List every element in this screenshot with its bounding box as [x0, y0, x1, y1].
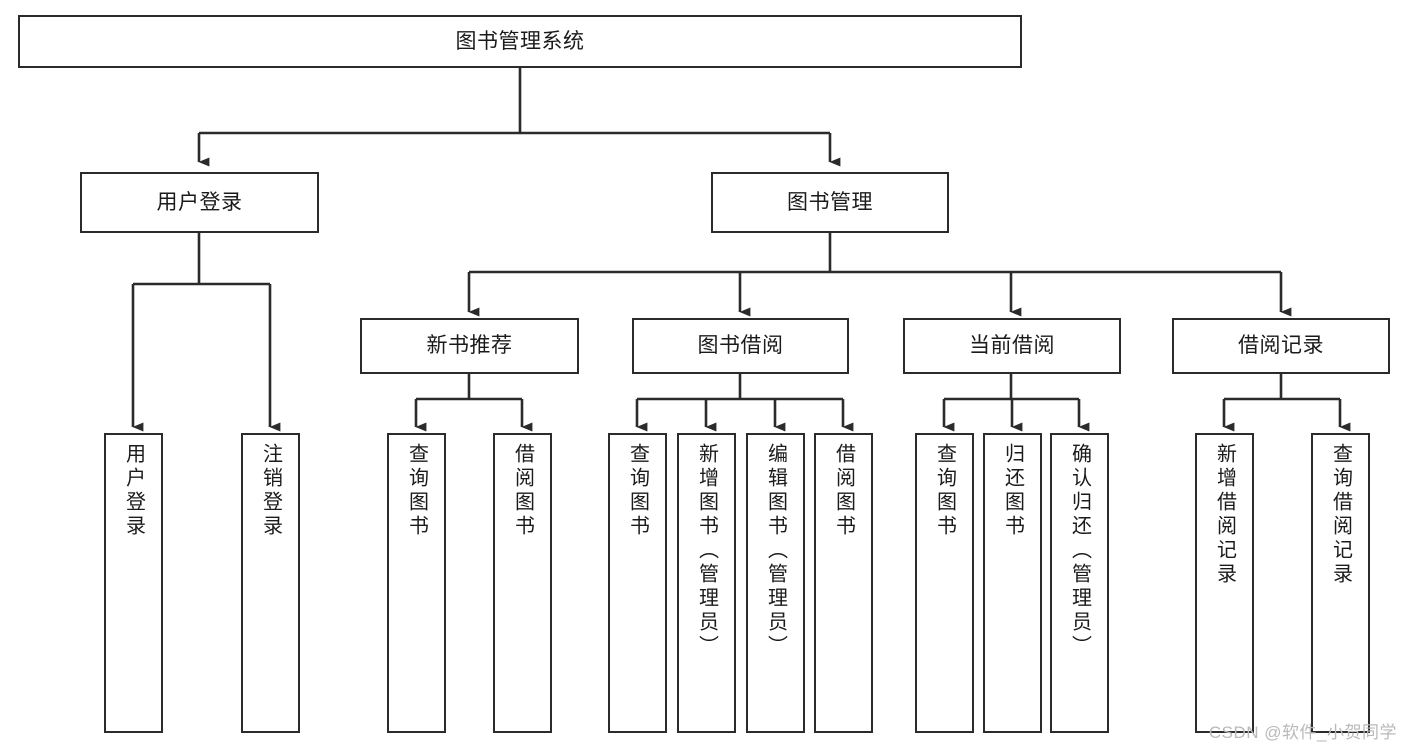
node-label: 借阅记录 [1238, 334, 1324, 358]
node-label: 编辑图书（管理员） [764, 443, 787, 659]
leaf-return-book[interactable]: 归还图书 [983, 433, 1042, 733]
node-new-book-recommendation[interactable]: 新书推荐 [360, 318, 579, 374]
node-label: 确认归还（管理员） [1068, 443, 1091, 659]
leaf-add-book-admin[interactable]: 新增图书（管理员） [677, 433, 736, 733]
node-label: 新书推荐 [426, 334, 513, 358]
node-label: 图书管理系统 [455, 29, 585, 53]
node-borrowing-records[interactable]: 借阅记录 [1172, 318, 1390, 374]
node-label: 查询图书 [405, 443, 428, 539]
leaf-edit-book-admin[interactable]: 编辑图书（管理员） [746, 433, 805, 733]
node-user-login[interactable]: 用户登录 [80, 172, 319, 233]
leaf-borrow-book-from-new[interactable]: 借阅图书 [493, 433, 552, 733]
leaf-lend-book[interactable]: 借阅图书 [814, 433, 873, 733]
leaf-query-book-from-borrow[interactable]: 查询图书 [608, 433, 667, 733]
leaf-query-borrow-record[interactable]: 查询借阅记录 [1311, 433, 1370, 733]
node-label: 新增借阅记录 [1213, 443, 1236, 587]
node-root-library-management-system[interactable]: 图书管理系统 [18, 15, 1022, 68]
leaf-add-borrow-record[interactable]: 新增借阅记录 [1195, 433, 1254, 733]
node-label: 当前借阅 [969, 334, 1055, 358]
node-label: 查询图书 [626, 443, 649, 539]
node-label: 查询借阅记录 [1329, 443, 1352, 587]
node-label: 归还图书 [1001, 443, 1024, 539]
node-label: 借阅图书 [511, 443, 534, 539]
leaf-confirm-return-admin[interactable]: 确认归还（管理员） [1050, 433, 1109, 733]
node-current-borrowing[interactable]: 当前借阅 [903, 318, 1121, 374]
node-book-borrowing[interactable]: 图书借阅 [632, 318, 849, 374]
node-label: 图书借阅 [697, 334, 784, 358]
leaf-query-book-from-new[interactable]: 查询图书 [387, 433, 446, 733]
node-label: 新增图书（管理员） [695, 443, 718, 659]
node-label: 查询图书 [933, 443, 956, 539]
node-label: 用户登录 [122, 443, 145, 539]
leaf-user-login[interactable]: 用户登录 [104, 433, 163, 733]
node-book-management[interactable]: 图书管理 [711, 172, 949, 233]
leaf-user-logout[interactable]: 注销登录 [241, 433, 300, 733]
node-label: 借阅图书 [832, 443, 855, 539]
node-label: 图书管理 [787, 190, 873, 214]
node-label: 用户登录 [156, 190, 243, 214]
leaf-query-book-from-current[interactable]: 查询图书 [915, 433, 974, 733]
node-label: 注销登录 [259, 443, 282, 539]
